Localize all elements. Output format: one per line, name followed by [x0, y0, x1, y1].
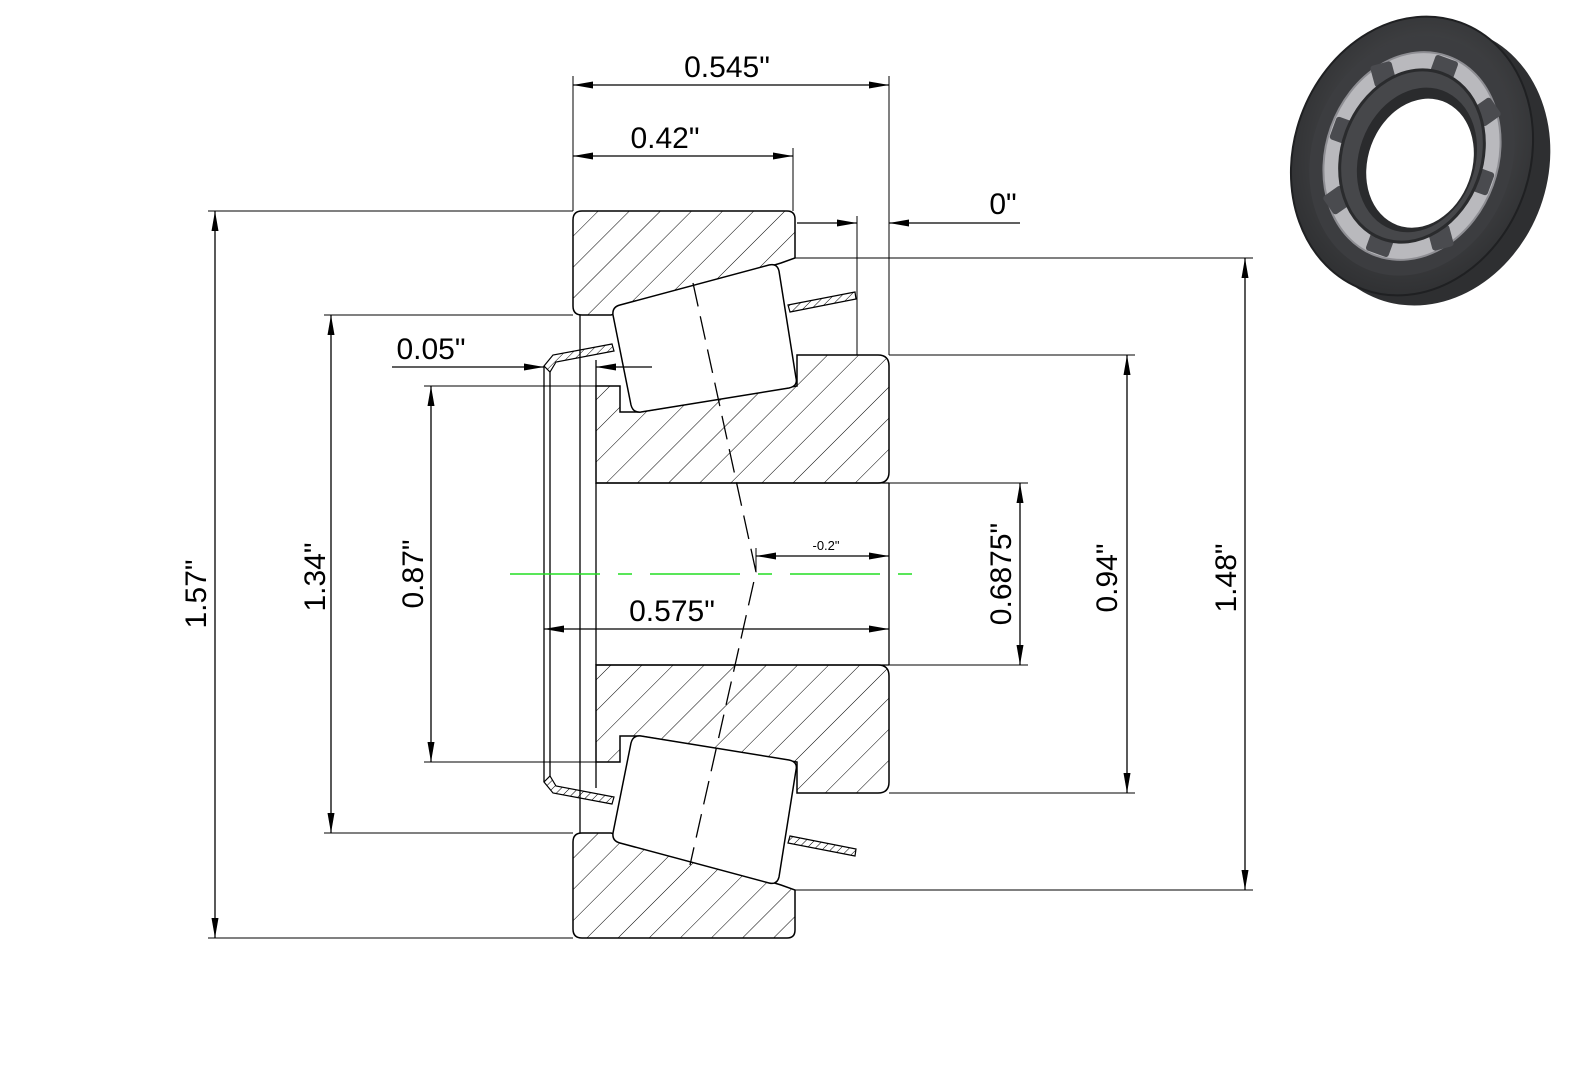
roller-lower	[612, 735, 798, 885]
dim-stand-off: 0"	[989, 188, 1016, 221]
dim-cup-rib-diameter: 1.48"	[1210, 543, 1243, 612]
dim-cup-small-diameter: 0.94"	[1091, 543, 1124, 612]
dimension-labels: 0.545" 0.42" 0" 0.05" 0.575" -0.2" 1.57"…	[180, 51, 1243, 629]
cup-lower-section	[572, 832, 796, 939]
dimension-lines	[211, 81, 1249, 938]
dim-effective-center: -0.2"	[812, 538, 839, 553]
dim-cone-rib-diameter: 0.87"	[397, 539, 430, 608]
dim-cone-backface-diameter: 1.34"	[299, 542, 332, 611]
dim-bore: 0.6875"	[985, 523, 1018, 625]
dim-cone-width: 0.575"	[629, 595, 715, 628]
dim-cup-width: 0.42"	[630, 122, 699, 155]
cup-upper-section	[572, 210, 796, 316]
bearing-3d-thumbnail	[1289, 15, 1551, 306]
dim-chamfer: 0.05"	[396, 333, 465, 366]
dim-outer-diameter: 1.57"	[180, 559, 213, 628]
dim-overall-width: 0.545"	[684, 51, 770, 84]
